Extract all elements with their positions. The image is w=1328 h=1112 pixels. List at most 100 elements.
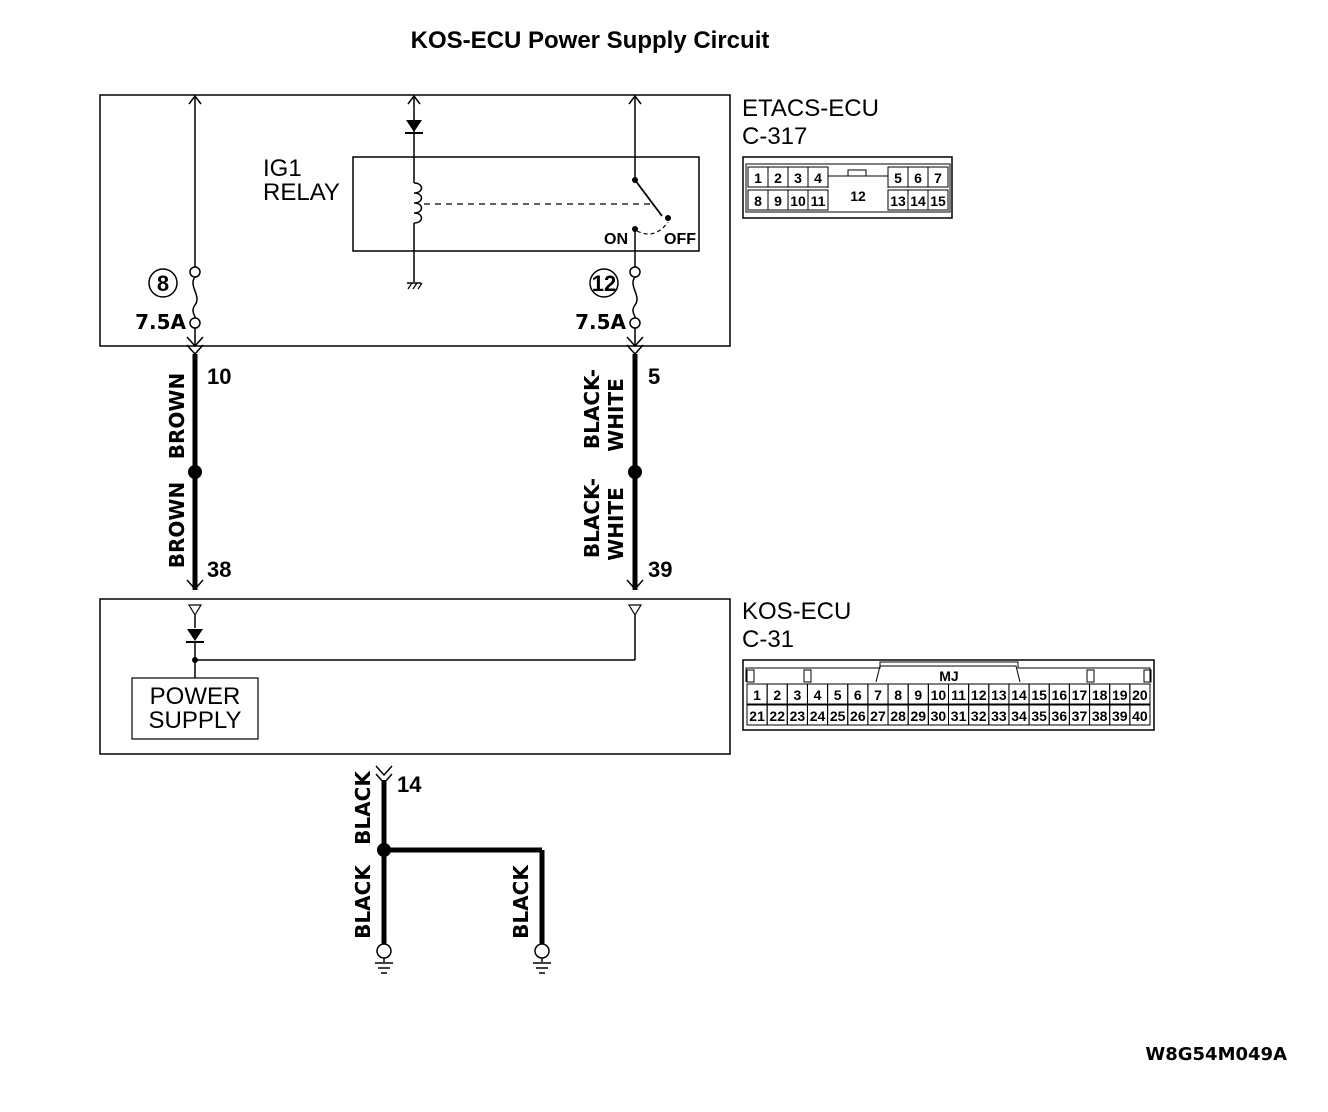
cavity: 12 xyxy=(971,687,987,703)
connector-arrow-icon xyxy=(375,765,393,777)
cavity: 7 xyxy=(874,687,882,703)
fuse-number-circle xyxy=(589,268,619,298)
connector-arrow-icon xyxy=(626,336,644,348)
fuse-right-number: 12 xyxy=(592,271,616,296)
etacs-ecu: ETACS-ECU C-317 8 7.5A xyxy=(99,94,953,347)
cavity: 18 xyxy=(1092,687,1108,703)
cavity: 11 xyxy=(951,687,966,703)
relay-coil-circuit xyxy=(405,94,423,290)
terminal-icon xyxy=(627,604,643,617)
wire-pin-label: 14 xyxy=(397,772,422,797)
arrow-up-icon xyxy=(407,94,421,105)
terminal-icon xyxy=(187,604,203,617)
cavity: 4 xyxy=(814,170,822,186)
cavity: 36 xyxy=(1052,708,1068,724)
cavity: 29 xyxy=(910,708,926,724)
cavity: 23 xyxy=(790,708,806,724)
splice-point xyxy=(628,465,642,479)
wire-color-label: BROWN xyxy=(165,482,189,568)
switch-off-label: OFF xyxy=(664,231,696,248)
kos-connector-id: C-31 xyxy=(742,626,794,653)
power-supply-label: SUPPLY xyxy=(149,707,242,734)
cavity: 17 xyxy=(1072,687,1088,703)
cavity: 15 xyxy=(930,193,946,209)
cavity: 20 xyxy=(1132,687,1148,703)
wire-color-label: BROWN xyxy=(165,373,189,459)
diode-icon xyxy=(186,629,204,643)
connector-lock-icon xyxy=(847,169,867,177)
cavity: 28 xyxy=(890,708,906,724)
cavity: 3 xyxy=(793,687,801,703)
relay-label-ig1: IG1 xyxy=(263,155,302,182)
cavity: 24 xyxy=(810,708,826,724)
cavity: 26 xyxy=(850,708,866,724)
fuse-icon xyxy=(629,266,641,329)
diagram-title: KOS-ECU Power Supply Circuit xyxy=(411,27,770,54)
fuse-left-number: 8 xyxy=(157,271,169,296)
wire-color-label: WHITE xyxy=(604,378,628,452)
cavity: 25 xyxy=(830,708,846,724)
etacs-ecu-name: ETACS-ECU xyxy=(742,95,879,122)
cavity: 3 xyxy=(794,170,802,186)
power-supply-block xyxy=(131,677,259,740)
cavity: 5 xyxy=(894,170,902,186)
arrow-up-icon xyxy=(628,94,642,105)
cavity: 10 xyxy=(790,193,806,209)
diode-icon xyxy=(405,120,423,134)
connector-latch-icon xyxy=(746,669,755,683)
cavity: 31 xyxy=(951,708,967,724)
kos-ecu-box xyxy=(99,598,731,755)
fuse-left-rating: 7.5A xyxy=(135,310,186,334)
cavity: 21 xyxy=(749,708,765,724)
cavity: 30 xyxy=(931,708,947,724)
connector-latch-icon xyxy=(1086,669,1095,683)
cavity: 6 xyxy=(854,687,862,703)
wire-color-label: BLACK xyxy=(509,864,533,939)
etacs-ecu-box xyxy=(99,94,731,347)
wire-color-label: WHITE xyxy=(604,487,628,561)
cavity: 1 xyxy=(753,687,761,703)
wire-color-label: BLACK xyxy=(351,864,375,939)
etacs-left-feed: 8 7.5A xyxy=(135,94,202,346)
harness-left-wire: 10 38 BROWN BROWN xyxy=(165,336,231,591)
ground-icon xyxy=(533,943,551,974)
cavity: 19 xyxy=(1112,687,1128,703)
etacs-connector-face: 1 2 3 4 12 5 6 7 8 9 10 11 13 14 15 xyxy=(742,156,953,219)
cavity: 10 xyxy=(931,687,947,703)
etacs-right-feed: ON OFF 12 7.5A xyxy=(575,94,696,346)
relay-label-relay: RELAY xyxy=(263,179,340,206)
wire-pin-label: 39 xyxy=(648,557,672,582)
etacs-connector-id: C-317 xyxy=(742,123,807,150)
wire-pin-label: 5 xyxy=(648,364,660,389)
connector-mark: MJ xyxy=(939,668,958,684)
cavity: 34 xyxy=(1011,708,1027,724)
cavity: 14 xyxy=(1011,687,1027,703)
relay-coil-icon xyxy=(413,182,423,224)
relay-switch-icon xyxy=(632,177,671,235)
cavity: 6 xyxy=(914,170,922,186)
cavity: 8 xyxy=(894,687,902,703)
cavity: 2 xyxy=(774,170,782,186)
cavity: 9 xyxy=(774,193,782,209)
connector-latch-icon xyxy=(803,669,812,683)
cavity: 7 xyxy=(934,170,942,186)
arrow-up-icon xyxy=(188,94,202,105)
cavity: 9 xyxy=(914,687,922,703)
cavity: 27 xyxy=(870,708,886,724)
cavity: 12 xyxy=(850,188,866,204)
cavity: 40 xyxy=(1132,708,1148,724)
cavity: 37 xyxy=(1072,708,1088,724)
fuse-number-circle xyxy=(148,268,178,298)
ground-icon xyxy=(375,943,393,974)
cavity: 4 xyxy=(814,687,822,703)
cavity: 14 xyxy=(910,193,926,209)
harness-right-wire: 5 39 BLACK- WHITE BLACK- WHITE xyxy=(580,336,672,591)
fuse-right-rating: 7.5A xyxy=(575,310,626,334)
wire-pin-label: 10 xyxy=(207,364,231,389)
cavity: 1 xyxy=(754,170,762,186)
connector-arrow-icon xyxy=(626,579,644,591)
cavity: 22 xyxy=(769,708,785,724)
cavity: 5 xyxy=(834,687,842,703)
